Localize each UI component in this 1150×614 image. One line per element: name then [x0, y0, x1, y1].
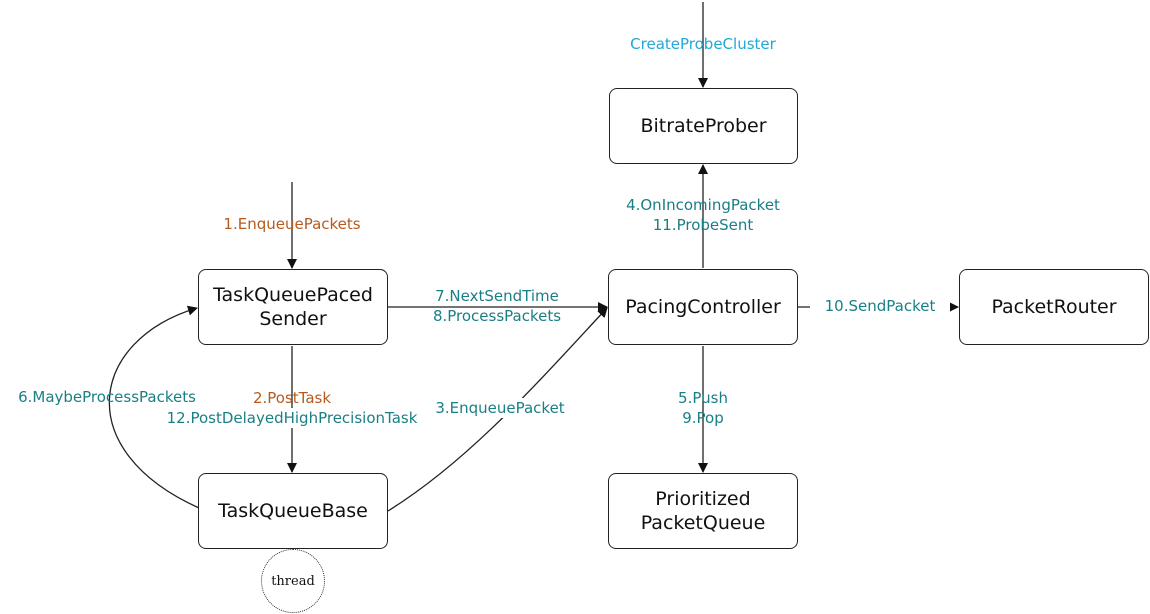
- node-prioritized-packet-queue[interactable]: Prioritized PacketQueue: [608, 473, 798, 549]
- node-bitrate-prober[interactable]: BitrateProber: [609, 88, 798, 164]
- label-probe-sent: 11.ProbeSent: [652, 216, 754, 234]
- edge-maybe-process-packets: [108, 305, 200, 509]
- node-task-queue-base[interactable]: TaskQueueBase: [198, 473, 388, 549]
- label-enqueue-packets: 1.EnqueuePackets: [223, 215, 361, 233]
- label-next-send-time: 7.NextSendTime: [435, 287, 559, 305]
- label-send-packet: 10.SendPacket: [810, 296, 950, 316]
- node-thread: thread: [261, 549, 325, 613]
- label-push: 5.Push: [678, 389, 728, 407]
- node-packet-router[interactable]: PacketRouter: [959, 269, 1149, 345]
- node-pacing-controller[interactable]: PacingController: [608, 269, 798, 345]
- label-create-probe-cluster: CreateProbeCluster: [630, 35, 776, 53]
- label-on-incoming-packet: 4.OnIncomingPacket: [626, 196, 780, 214]
- label-pop: 9.Pop: [682, 409, 724, 427]
- node-task-queue-paced-sender[interactable]: TaskQueuePaced Sender: [198, 269, 388, 345]
- label-process-packets: 8.ProcessPackets: [432, 307, 562, 325]
- label-post-task: 2.PostTask: [252, 389, 332, 407]
- label-post-delayed: 12.PostDelayedHighPrecisionTask: [152, 408, 432, 428]
- label-maybe-process-packets: 6.MaybeProcessPackets: [18, 388, 196, 406]
- label-enqueue-packet: 3.EnqueuePacket: [425, 398, 575, 418]
